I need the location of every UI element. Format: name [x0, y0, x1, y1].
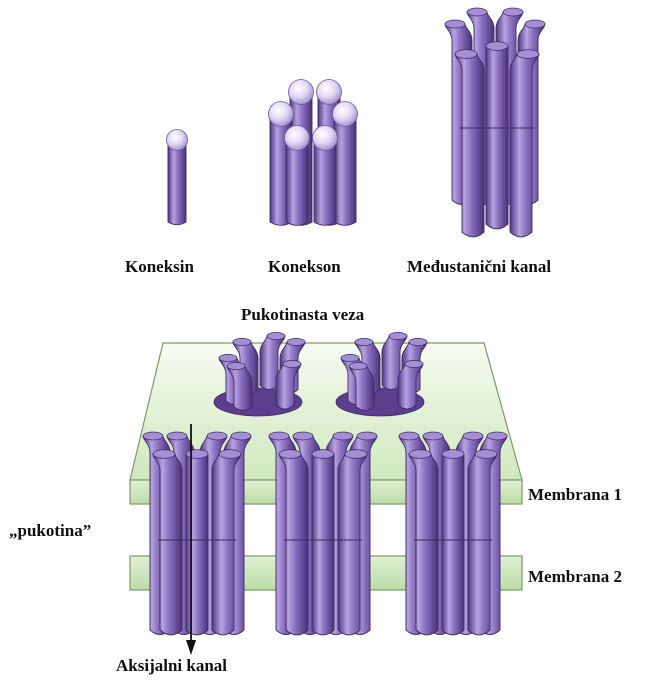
tube-body: [168, 140, 186, 225]
tube-top: [525, 20, 545, 28]
tube-top: [486, 42, 508, 51]
connexon-bundle-icon: [269, 80, 358, 226]
tube-top: [233, 338, 251, 345]
tube-top: [349, 362, 367, 369]
tube-top: [357, 432, 377, 440]
connexon-label: Konekson: [268, 257, 341, 277]
tube-top: [293, 432, 313, 440]
tube-cap: [167, 130, 188, 151]
tube-top: [487, 432, 507, 440]
tube-cap: [289, 80, 314, 105]
tube-top: [227, 362, 245, 369]
tube-body: [314, 138, 336, 225]
gap-junction-label: Pukotinasta veza: [241, 305, 364, 325]
connexin-cylinder-icon: [167, 130, 188, 225]
intercellular-channel: [143, 432, 251, 635]
tube-curved: [186, 450, 208, 635]
tube-top: [399, 432, 419, 440]
axial-channel-label: Aksijalni kanal: [116, 656, 227, 676]
tube-top: [143, 432, 163, 440]
tube-top: [207, 432, 227, 440]
tube-top: [279, 450, 301, 459]
tube-cap: [285, 126, 310, 151]
tube-curved: [312, 450, 334, 635]
tube-body: [334, 114, 356, 225]
tube-top: [219, 450, 241, 459]
channel-label: Međustanični kanal: [407, 257, 551, 277]
tube-top: [389, 332, 407, 339]
tube-top: [283, 360, 301, 367]
tube-top: [167, 432, 187, 440]
tube-body: [286, 138, 308, 225]
tube-body: [186, 454, 208, 635]
tube-top: [445, 20, 465, 28]
tube-top: [231, 432, 251, 440]
tube-top: [442, 450, 464, 459]
membrane-1-label: Membrana 1: [528, 485, 622, 505]
tube-body: [442, 454, 464, 635]
membrane-2-label: Membrana 2: [528, 567, 622, 587]
tube-body: [486, 46, 508, 229]
gap-label: „pukotina”: [9, 521, 91, 541]
gap-junction-channels: [143, 432, 507, 635]
tube-top: [341, 354, 359, 361]
tube-top: [219, 354, 237, 361]
tube-top: [153, 450, 175, 459]
tube-top: [475, 450, 497, 459]
tube-top: [267, 332, 285, 339]
tube-top: [517, 50, 539, 59]
tube: [313, 126, 338, 226]
tube-top: [355, 338, 373, 345]
intercellular-channel-icon: [445, 8, 545, 237]
tube-cap: [269, 102, 294, 127]
tube-top: [463, 432, 483, 440]
tube-top: [503, 8, 523, 16]
tube-top: [409, 338, 427, 345]
tube-cap: [313, 126, 338, 151]
tube-top: [345, 450, 367, 459]
tube-curved: [442, 450, 464, 635]
tube-curved: [486, 42, 508, 229]
connexin-label: Koneksin: [125, 257, 194, 277]
tube-cap: [333, 102, 358, 127]
tube: [285, 126, 310, 226]
tube-top: [333, 432, 353, 440]
tube-top: [423, 432, 443, 440]
tube-top: [269, 432, 289, 440]
tube-top: [467, 8, 487, 16]
tube-body: [312, 454, 334, 635]
intercellular-channel: [399, 432, 507, 635]
tube: [167, 130, 188, 225]
tube-top: [405, 360, 423, 367]
tube-cap: [317, 80, 342, 105]
tube-top: [186, 450, 208, 459]
tube-top: [312, 450, 334, 459]
intercellular-channel: [269, 432, 377, 635]
tube-top: [409, 450, 431, 459]
tube-top: [455, 50, 477, 59]
tube-top: [287, 338, 305, 345]
